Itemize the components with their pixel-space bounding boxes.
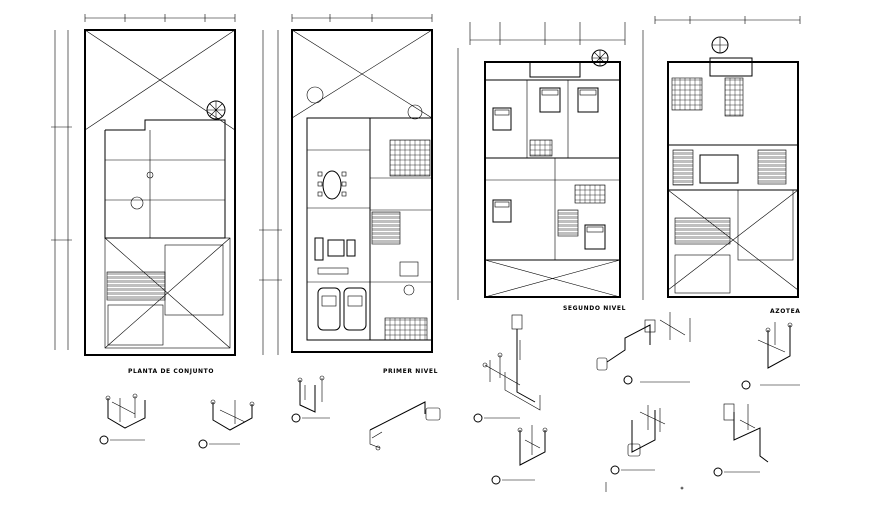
isometric-detail-5 [473,314,541,423]
isometric-detail-2 [198,399,255,449]
plan-segundo-nivel: SEGUNDO NIVEL [457,22,626,312]
plan-conjunto-label: PLANTA DE CONJUNTO [128,368,214,375]
isometric-detail-3 [291,375,330,423]
isometric-detail-10 [713,403,769,477]
plan-segundo-nivel-label: SEGUNDO NIVEL [563,305,626,312]
isometric-detail-9 [741,322,800,390]
plan-conjunto: PLANTA DE CONJUNTO [51,14,236,375]
isometric-details [99,312,800,492]
isometric-detail-8 [610,405,666,475]
plan-primer-nivel-label: PRIMER NIVEL [383,368,438,375]
plan-azotea: AZOTEA [642,16,801,315]
isometric-detail-4 [369,401,441,451]
plan-azotea-label: AZOTEA [770,308,801,315]
isometric-detail-7 [596,312,691,385]
plan-primer-nivel: PRIMER NIVEL [259,14,438,375]
isometric-detail-1 [99,393,146,445]
isometric-detail-6 [491,425,548,485]
